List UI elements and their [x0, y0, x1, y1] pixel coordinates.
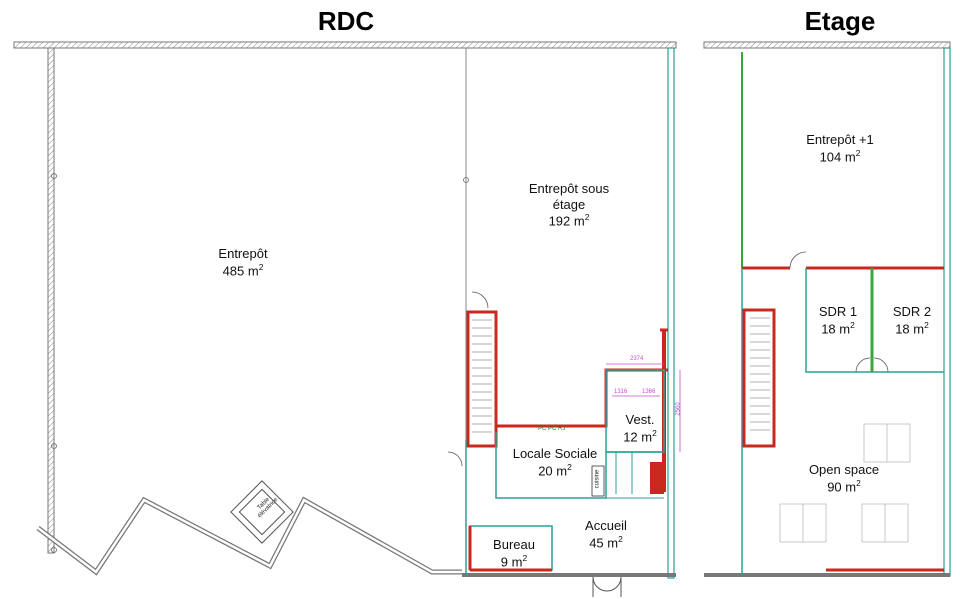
- rdc-top-wall: [13, 41, 677, 49]
- etage-plan: [703, 41, 951, 577]
- etage-right-wall: [943, 47, 951, 577]
- room-name: Entrepôt +1: [806, 132, 874, 147]
- title-etage: Etage: [804, 6, 876, 36]
- room-vest: Vest. 12 m2: [623, 412, 657, 444]
- room-entrepot-sous-etage: Entrepôt sous étage 192 m2: [528, 181, 610, 229]
- room-locale-sociale: Locale Sociale 20 m2: [512, 446, 598, 478]
- rdc-plan: [13, 41, 681, 597]
- room-name: Vest.: [625, 412, 655, 427]
- room-area: 104 m: [819, 148, 856, 164]
- room-entrepot-plus-1: Entrepôt +1 104 m2: [806, 132, 874, 164]
- rdc-staircase: [466, 310, 498, 448]
- room-name: Locale Sociale: [512, 446, 598, 461]
- dimension-top: 2374: [630, 356, 644, 362]
- cuisine-label: cuisine: [594, 469, 601, 489]
- room-area: 192 m: [548, 213, 585, 229]
- room-name: Accueil: [585, 518, 627, 533]
- room-open-space: Open space 90 m2: [808, 462, 880, 494]
- room-name: Open space: [808, 462, 880, 477]
- title-rdc: RDC: [317, 6, 375, 36]
- rdc-left-wall: [47, 47, 55, 554]
- entrance-door: [592, 576, 622, 592]
- etage-staircase: [742, 308, 776, 448]
- room-area: 45 m: [589, 534, 619, 550]
- room-name-2: étage: [552, 196, 586, 212]
- room-entrepot: Entrepôt 485 m2: [218, 246, 268, 278]
- room-area: 20 m: [538, 462, 568, 478]
- room-area: 90 m: [827, 478, 857, 494]
- room-area: 485 m: [222, 262, 259, 278]
- table-elevatrice: [230, 480, 294, 544]
- room-area: 18 m: [821, 320, 851, 336]
- room-area: 12 m: [623, 428, 653, 444]
- open-space-desks: [779, 423, 911, 543]
- room-name: Entrepôt: [218, 246, 268, 261]
- room-sdr-2: SDR 2 18 m2: [892, 304, 932, 336]
- room-area: 18 m: [895, 320, 925, 336]
- sdr-rooms: [805, 268, 944, 373]
- pc-outlets: PC PC RJ: [538, 426, 566, 432]
- room-name: Entrepôt sous: [528, 181, 610, 196]
- room-name: SDR 2: [892, 304, 932, 319]
- room-name: Bureau: [493, 537, 535, 552]
- room-bureau: Bureau 9 m2: [493, 537, 535, 569]
- dimension-b: 1366: [642, 389, 656, 395]
- room-accueil: Accueil 45 m2: [585, 518, 627, 550]
- dimension-side: 2560: [675, 402, 682, 416]
- etage-top-wall: [703, 41, 951, 49]
- room-area: 9 m: [500, 553, 523, 569]
- room-sdr-1: SDR 1 18 m2: [818, 304, 858, 336]
- rdc-right-wall: [667, 47, 675, 579]
- room-name: SDR 1: [818, 304, 858, 319]
- dimension-a: 1316: [614, 389, 628, 395]
